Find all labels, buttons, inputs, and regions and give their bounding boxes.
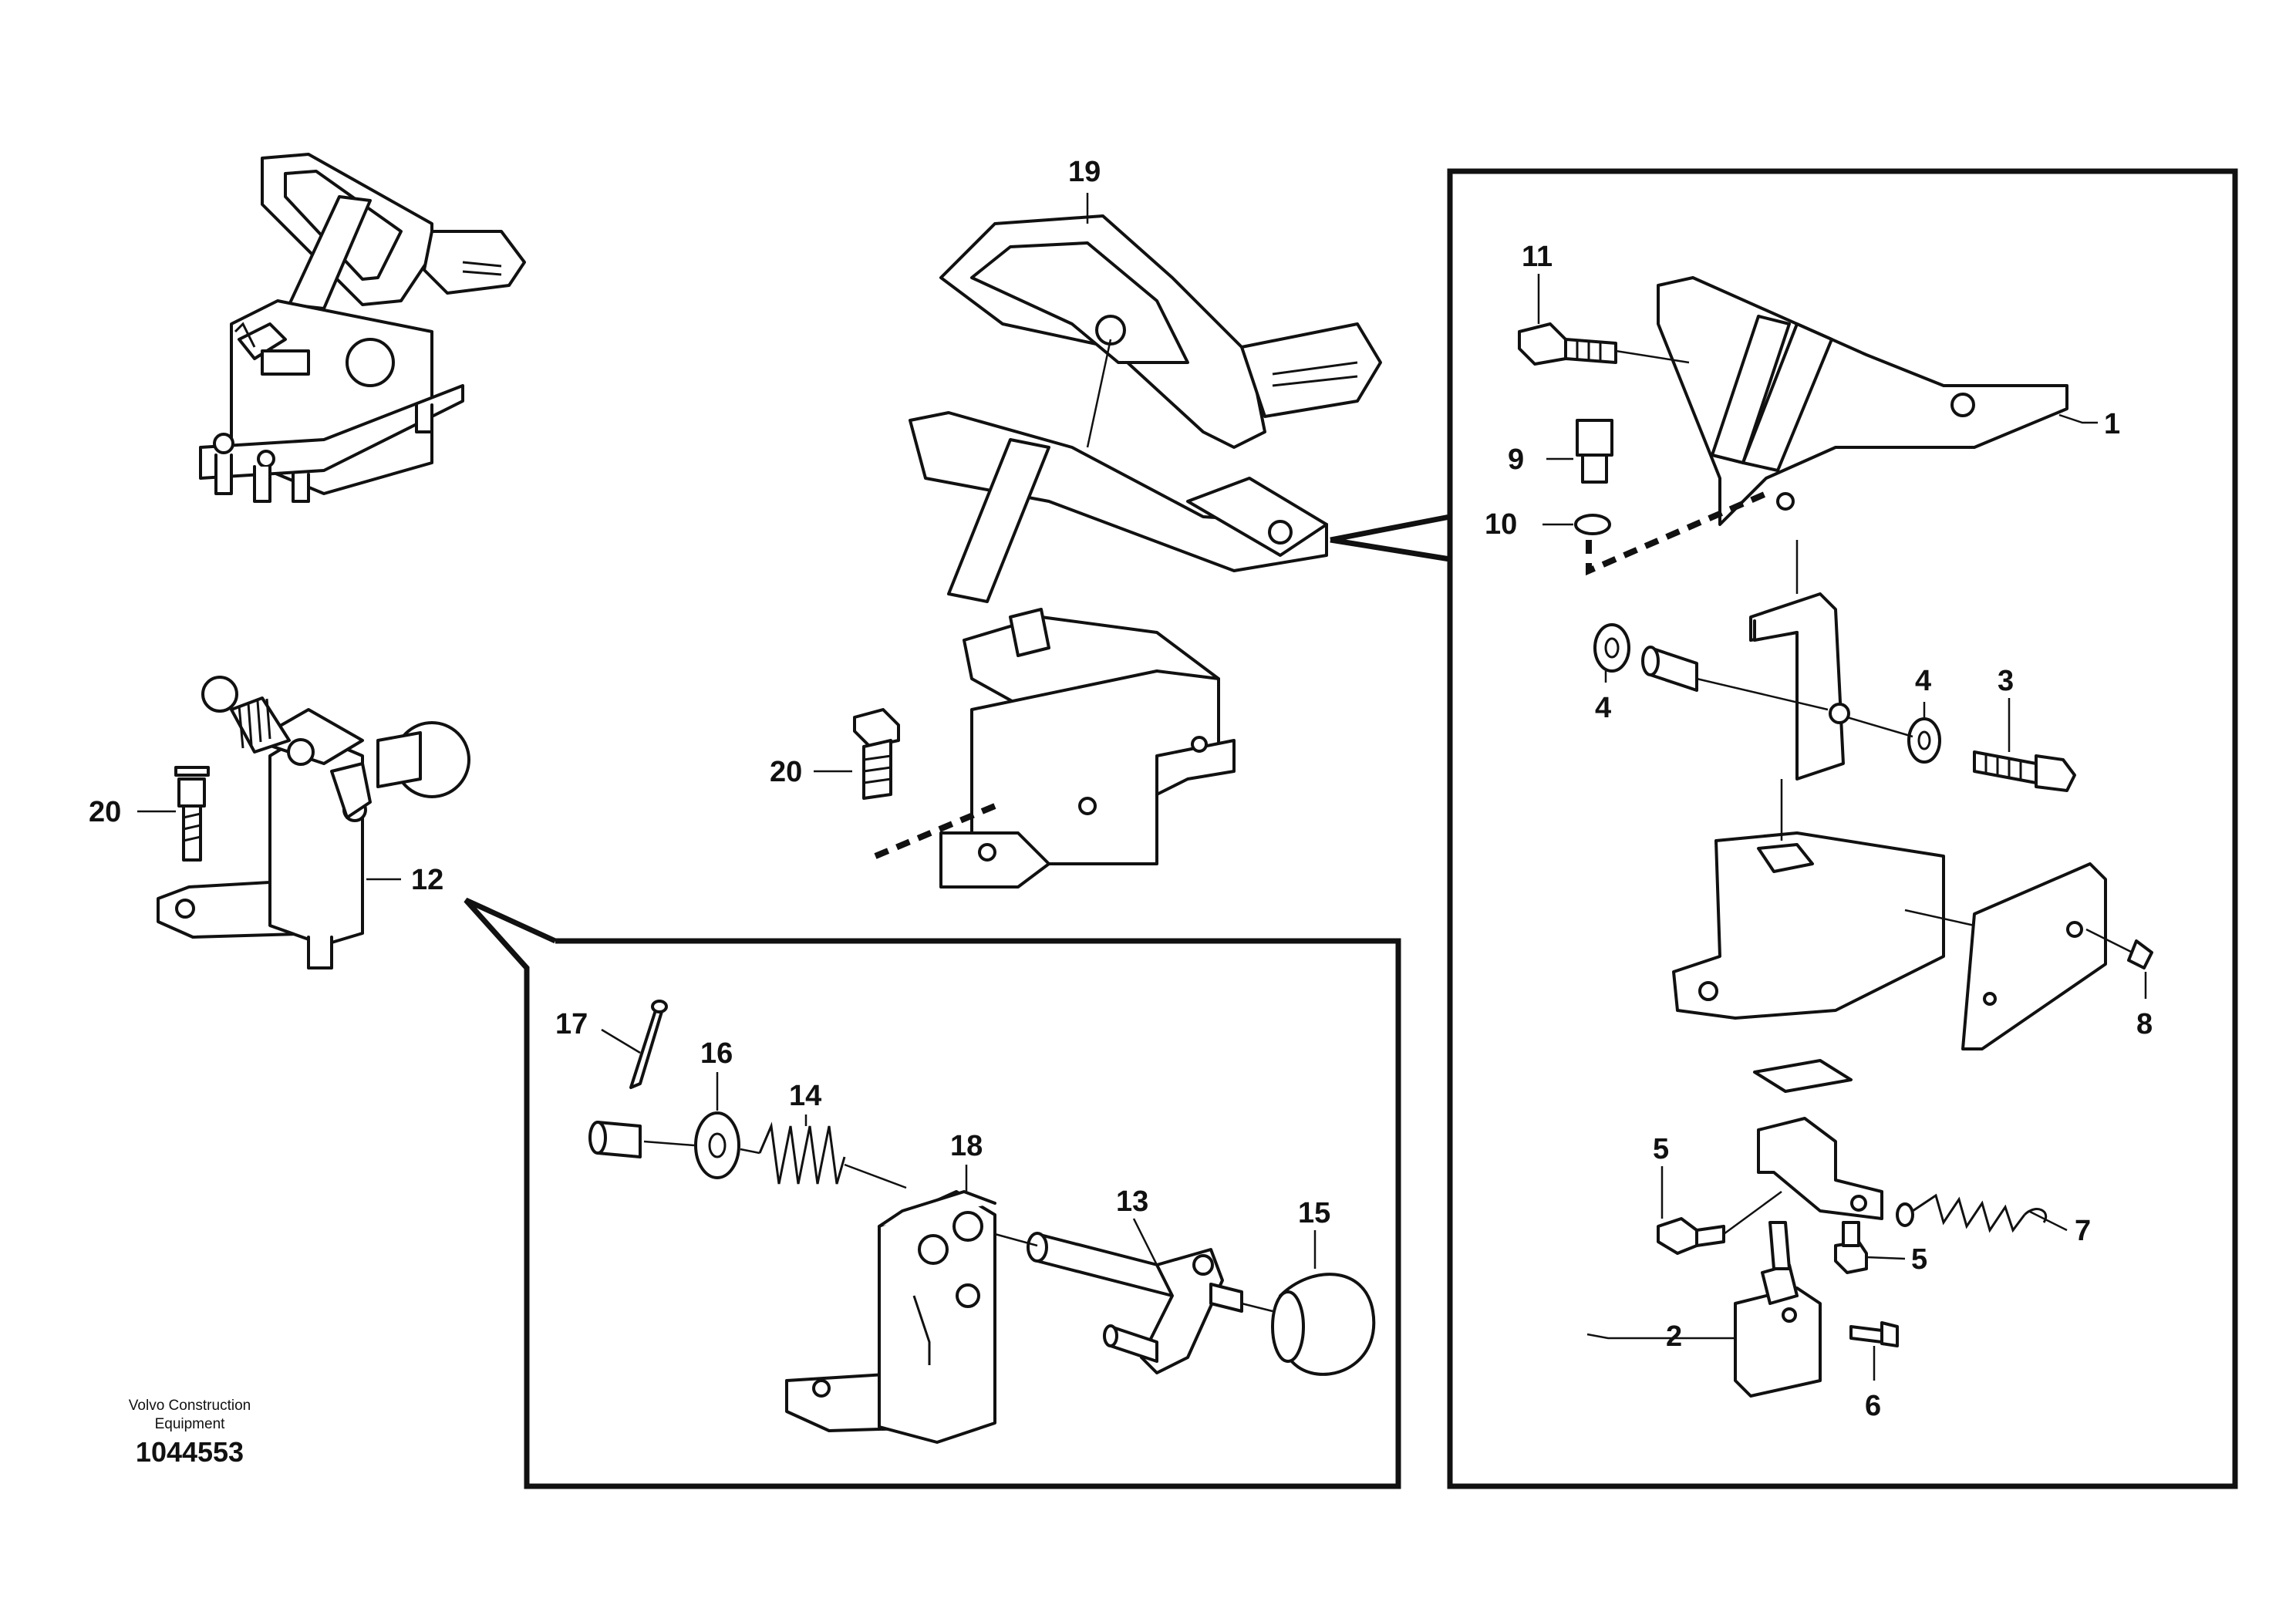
brand-line-1: Volvo Construction bbox=[129, 1398, 251, 1414]
callout-9: 9 bbox=[1508, 443, 1524, 476]
callout-20b: 20 bbox=[770, 756, 802, 788]
brand-block: Volvo Construction Equipment 1044553 bbox=[129, 1398, 251, 1468]
detail-right-parts bbox=[1518, 276, 2153, 1398]
overview-assembly bbox=[199, 153, 526, 503]
callout-18: 18 bbox=[950, 1130, 983, 1162]
callout-4a: 4 bbox=[1595, 692, 1611, 724]
callout-15: 15 bbox=[1298, 1197, 1330, 1229]
callout-13: 13 bbox=[1116, 1185, 1148, 1218]
assembly-19 bbox=[853, 193, 1382, 889]
callout-3: 3 bbox=[1998, 665, 2014, 697]
callout-6: 6 bbox=[1865, 1390, 1881, 1422]
detail-bottom-parts bbox=[588, 1000, 1376, 1444]
callout-4b: 4 bbox=[1915, 665, 1931, 697]
callout-20a: 20 bbox=[89, 796, 121, 828]
callouts: 1 2 3 4 4 5 5 6 7 8 9 10 11 12 13 14 15 … bbox=[89, 156, 2153, 1422]
callout-5a: 5 bbox=[1653, 1133, 1669, 1165]
callout-10: 10 bbox=[1485, 508, 1517, 541]
drawing-number: 1044553 bbox=[136, 1436, 244, 1468]
callout-7: 7 bbox=[2075, 1215, 2091, 1247]
callout-19: 19 bbox=[1068, 156, 1101, 188]
callout-14: 14 bbox=[789, 1080, 821, 1112]
callout-12: 12 bbox=[411, 864, 443, 896]
callout-11: 11 bbox=[1522, 241, 1553, 273]
detail-frame-right bbox=[1447, 168, 2238, 1489]
callout-17: 17 bbox=[555, 1008, 588, 1040]
brand-line-2: Equipment bbox=[155, 1416, 226, 1432]
assembly-12 bbox=[157, 676, 470, 969]
callout-5b: 5 bbox=[1911, 1243, 1927, 1276]
callout-1: 1 bbox=[2104, 408, 2120, 440]
callout-2: 2 bbox=[1666, 1320, 1682, 1353]
detail-pointer-right bbox=[1330, 514, 1451, 562]
callout-16: 16 bbox=[700, 1037, 733, 1070]
callout-8: 8 bbox=[2136, 1008, 2153, 1040]
detail-frame-bottom bbox=[464, 897, 1401, 1489]
